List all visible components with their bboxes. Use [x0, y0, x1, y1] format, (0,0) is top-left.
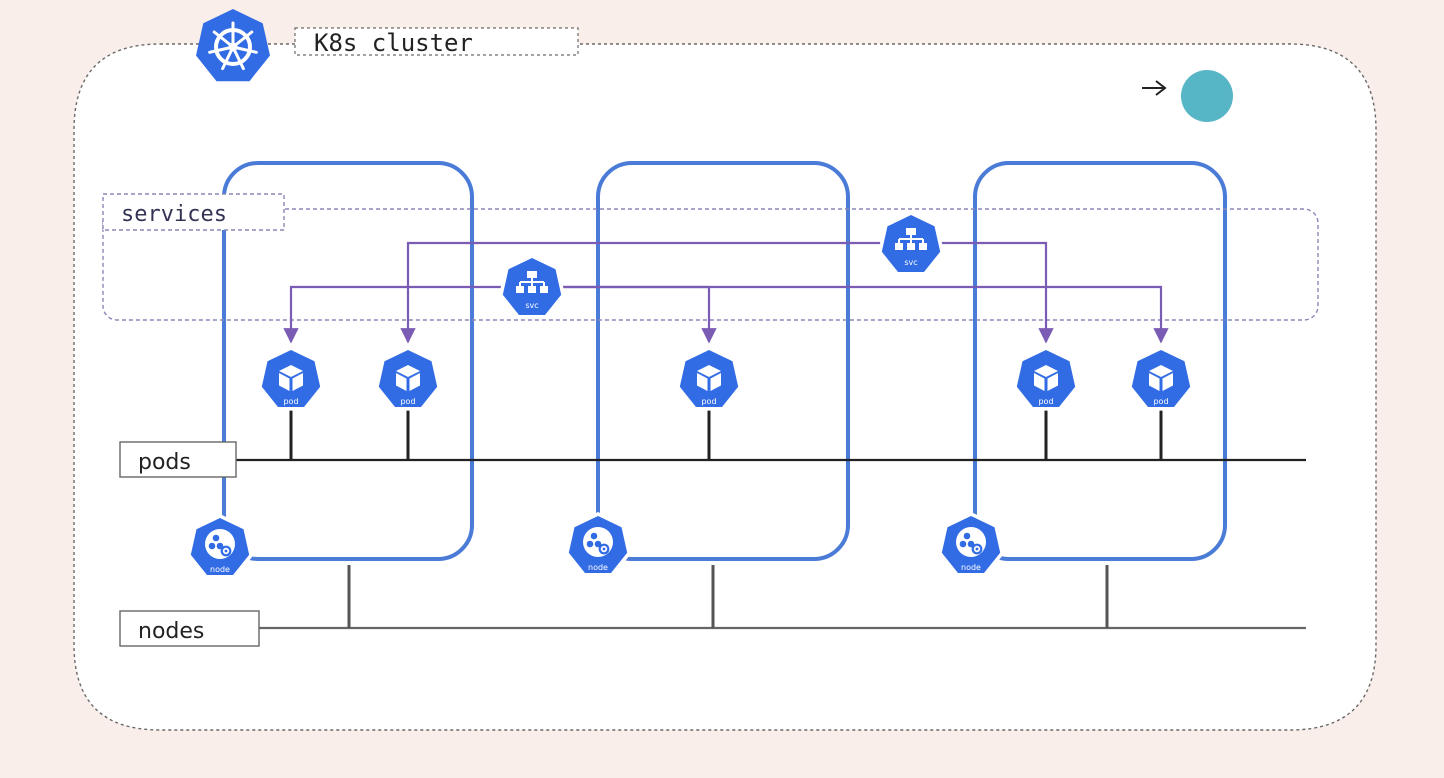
route-svc2-pod4	[911, 241, 1054, 344]
svg-text:node: node	[961, 563, 981, 572]
services-label-box	[102, 193, 285, 231]
svg-text:node: node	[588, 563, 608, 572]
services-layer	[102, 208, 1319, 321]
route-svc1-pod5	[530, 285, 1169, 344]
node-icon: node	[564, 512, 632, 577]
cluster-title-box	[294, 27, 579, 56]
pod-icon: pod	[1127, 346, 1195, 411]
svg-text:svc: svc	[904, 258, 917, 267]
cluster-title: K8s cluster	[314, 29, 473, 57]
node-icon: node	[937, 512, 1005, 577]
service-routes	[283, 241, 1169, 344]
svg-text:node: node	[210, 565, 230, 574]
route-svc2-pod2	[400, 241, 911, 344]
svg-text:pod: pod	[1038, 397, 1053, 406]
pods-label: pods	[138, 450, 191, 475]
node-box-1	[222, 161, 474, 561]
svc-icon: svc	[498, 254, 566, 319]
svc-icon: svc	[877, 211, 945, 276]
pod-icon: pod	[675, 346, 743, 411]
pointer-arrow-icon	[1142, 80, 1167, 96]
svg-text:pod: pod	[283, 397, 298, 406]
nodes-label: nodes	[138, 619, 204, 644]
svg-text:pod: pod	[1153, 397, 1168, 406]
pod-icon: pod	[1012, 346, 1080, 411]
route-svc1-pod1	[283, 285, 530, 344]
pointer-dot-icon	[1181, 70, 1233, 122]
pods-label-box	[119, 441, 237, 478]
nodes-label-box	[119, 610, 260, 647]
node-box-3	[973, 161, 1227, 561]
svg-text:pod: pod	[701, 397, 716, 406]
node-box-2	[596, 161, 850, 561]
pod-icon: pod	[257, 346, 325, 411]
pod-icon: pod	[374, 346, 442, 411]
svg-text:svc: svc	[525, 301, 538, 310]
kubernetes-wheel-icon	[196, 9, 270, 82]
node-connectors	[347, 565, 1109, 628]
pod-connectors	[289, 410, 1163, 460]
services-label: services	[121, 202, 227, 227]
svg-text:pod: pod	[400, 397, 415, 406]
node-icon: node	[186, 514, 254, 579]
